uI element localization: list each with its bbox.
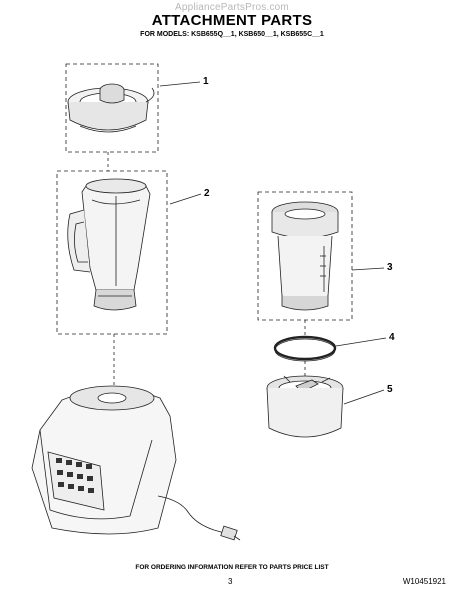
motor-base-drawing: [31, 385, 241, 541]
part-1-box: [65, 63, 159, 153]
models-subtitle: FOR MODELS: KSB655Q__1, KSB650__1, KSB65…: [140, 31, 324, 38]
control-panel-buttons: [56, 458, 94, 493]
blade-base-drawing: [266, 375, 344, 438]
part-2-box: [56, 170, 168, 335]
callout-2: 2: [204, 188, 210, 199]
callout-3: 3: [387, 262, 393, 273]
page-title: ATTACHMENT PARTS: [151, 12, 313, 29]
lid-drawing: [67, 83, 155, 133]
document-number: W10451921: [402, 577, 446, 586]
callout-4: 4: [389, 332, 395, 343]
ordering-note: FOR ORDERING INFORMATION REFER TO PARTS …: [135, 564, 329, 571]
leader-line-4: [335, 337, 387, 347]
leader-line-3: [351, 267, 385, 271]
container-drawing: [271, 201, 339, 311]
leader-line-5: [343, 389, 385, 405]
leader-line-2: [169, 193, 202, 205]
callout-5: 5: [387, 384, 393, 395]
jar-drawing: [67, 178, 151, 311]
leader-line-1: [159, 81, 201, 87]
page-number: 3: [228, 577, 233, 586]
watermark-text: AppliancePartsPros.com: [175, 2, 289, 13]
gasket-drawing: [273, 335, 337, 362]
callout-1: 1: [203, 76, 209, 87]
